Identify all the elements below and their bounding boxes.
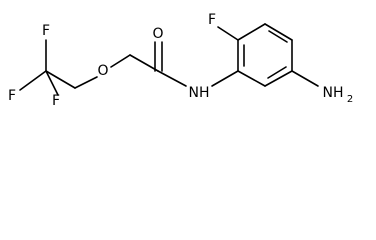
atom-labels: F F F O O NH F NH 2 [8, 12, 353, 109]
atom-f-left: F [8, 88, 16, 104]
atom-f-top: F [42, 23, 50, 39]
atom-amine: NH [323, 85, 344, 101]
atom-amine-subscript: 2 [347, 94, 353, 105]
bond-ring-f [217, 26, 239, 41]
bond-o-ch2 [110, 54, 131, 68]
atom-amide-n: NH [189, 85, 210, 101]
atom-ring-f: F [208, 12, 216, 28]
atom-f-bottom: F [52, 93, 60, 109]
ring-bond-6 [237, 70, 266, 87]
ring-inner-3 [267, 66, 287, 79]
ring-bond-2 [237, 23, 266, 41]
molecule-svg: F F F O O NH F NH 2 [8, 12, 353, 109]
bond-n-ring [211, 70, 239, 87]
ring-inner-2 [268, 30, 288, 43]
ring-bond-5 [264, 70, 293, 87]
bond-ch2-o [74, 76, 98, 89]
bond-carbonyl-n [157, 70, 187, 87]
bond-cf3-ch2 [45, 70, 76, 89]
bonds [19, 23, 319, 96]
atom-ether-o: O [97, 63, 108, 79]
bond-cf3-f-bottom [45, 70, 59, 96]
ring-bond-3 [264, 23, 293, 41]
bond-ch2-carbonyl [129, 54, 159, 72]
bond-cf3-f-left [19, 70, 47, 91]
bond-ring-nh2 [291, 70, 319, 87]
structure-diagram: F F F O O NH F NH 2 [0, 0, 376, 111]
atom-carbonyl-o: O [152, 26, 163, 42]
